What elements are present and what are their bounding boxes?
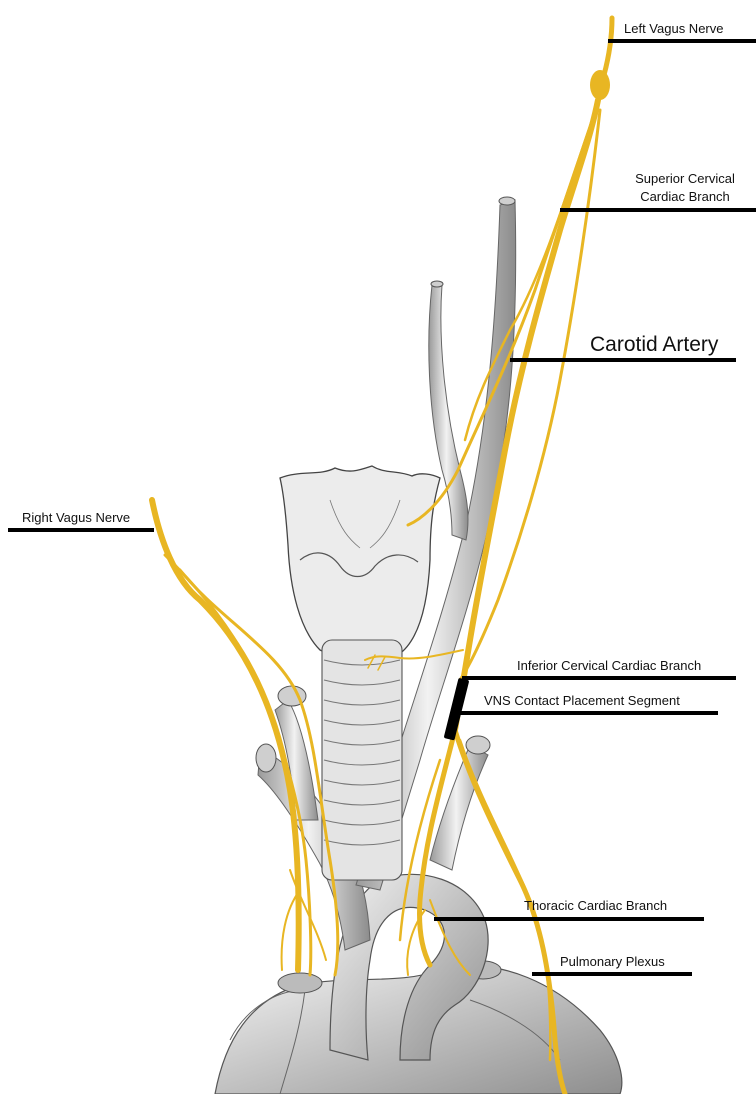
label-inferior-cervical: Inferior Cervical Cardiac Branch (517, 659, 701, 674)
leader-vns-segment (460, 711, 718, 715)
leader-superior-cervical (560, 208, 756, 212)
thyroid-cartilage (280, 466, 440, 662)
label-superior-cervical-line2: Cardiac Branch (614, 190, 756, 205)
leader-pulmonary-plexus (532, 972, 692, 976)
leader-carotid-artery (510, 358, 736, 362)
label-vns-segment: VNS Contact Placement Segment (484, 694, 680, 709)
label-carotid-artery: Carotid Artery (590, 333, 718, 357)
leader-thoracic (434, 917, 704, 921)
label-superior-cervical-line1: Superior Cervical (614, 172, 756, 187)
leader-right-vagus-nerve (8, 528, 154, 532)
leader-left-vagus-nerve (608, 39, 756, 43)
vns-contact-segment (444, 678, 470, 741)
label-pulmonary-plexus: Pulmonary Plexus (560, 955, 665, 970)
label-thoracic: Thoracic Cardiac Branch (524, 899, 667, 914)
label-left-vagus-nerve: Left Vagus Nerve (624, 22, 723, 37)
leader-inferior-cervical (462, 676, 736, 680)
label-right-vagus-nerve: Right Vagus Nerve (22, 511, 130, 526)
trachea (322, 640, 402, 880)
